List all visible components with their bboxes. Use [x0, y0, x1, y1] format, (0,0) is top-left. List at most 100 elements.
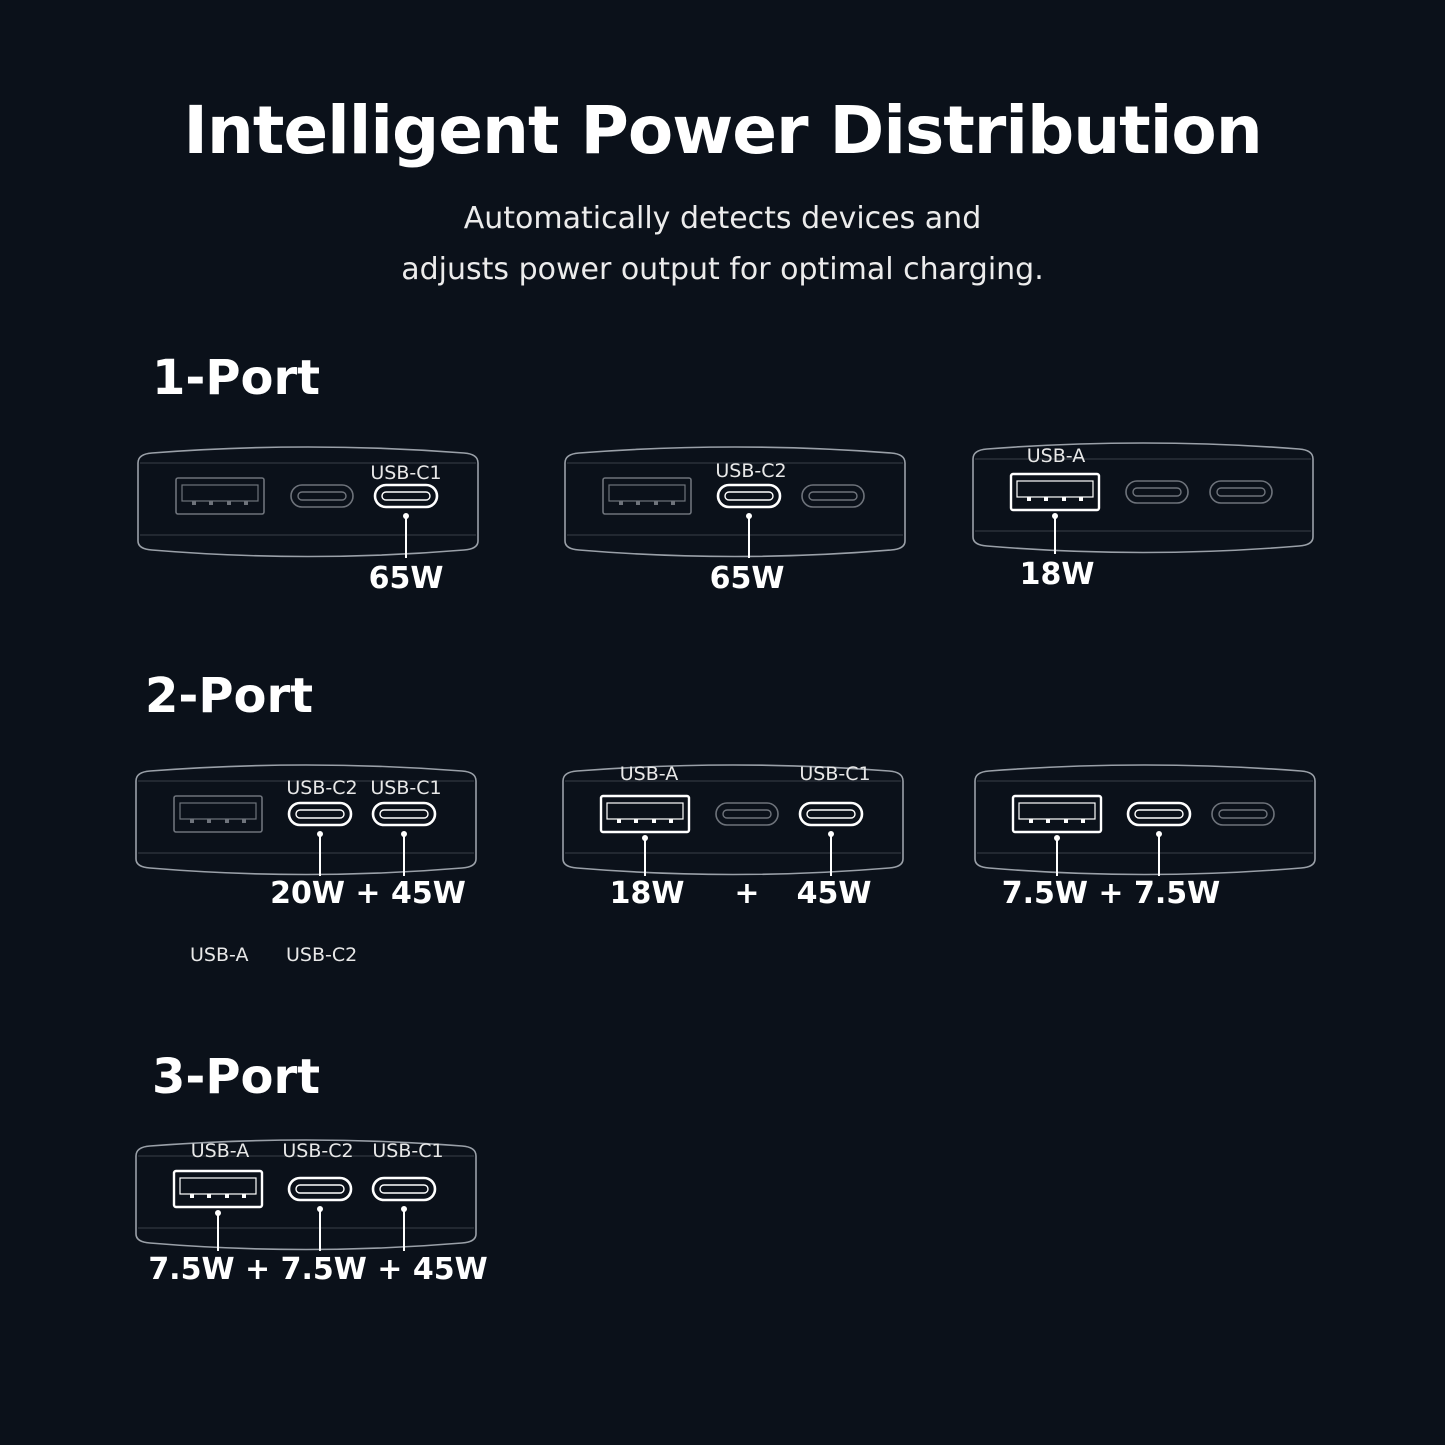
section-title-1-port: 1-Port — [152, 350, 321, 406]
usb-c-shell — [1211, 802, 1275, 826]
wattage-label: 65W — [368, 561, 444, 596]
usb-c-tongue — [379, 809, 429, 819]
subtitle-line-1: Automatically detects devices and — [463, 201, 982, 236]
usb-a-pin — [1079, 497, 1083, 501]
usb-a-shell — [172, 1169, 264, 1209]
device-body — [137, 446, 479, 558]
usb-c-shell — [1125, 480, 1189, 504]
usb-c-shell — [287, 801, 353, 827]
wattage-label-usb-c1: 45W — [796, 876, 872, 911]
device-drawing — [135, 1139, 477, 1251]
port-label-usb-a: USB-A — [190, 1140, 250, 1162]
usb-a-pin — [207, 1194, 211, 1198]
usb-c-tongue — [806, 809, 856, 819]
port-label-usb-c1: USB-C1 — [799, 763, 871, 785]
usb-a-pin — [244, 501, 248, 505]
usb-a-pin — [636, 501, 640, 505]
port-label-usb-a: USB-A — [1026, 445, 1086, 467]
usb-a-pin — [190, 819, 194, 823]
device-body — [974, 764, 1316, 876]
usb-c-tongue — [295, 1184, 345, 1194]
usb-c-port — [798, 801, 864, 827]
device-body — [564, 446, 906, 558]
usb-c-shell — [290, 484, 354, 508]
device-drawing — [137, 446, 479, 558]
usb-c-tongue — [1216, 487, 1266, 497]
usb-a-tongue — [179, 802, 257, 820]
usb-a-pin — [209, 501, 213, 505]
usb-c-port — [716, 483, 782, 509]
usb-c-port — [801, 484, 865, 508]
usb-a-pin — [1044, 497, 1048, 501]
power-bank-2-port-a-c1: USB-A USB-C1 18W + 45W — [562, 763, 904, 911]
port-label-usb-c2: USB-C2 — [286, 777, 358, 799]
device-drawing — [564, 446, 906, 558]
usb-a-pin — [242, 1194, 246, 1198]
usb-a-pin — [671, 501, 675, 505]
device-body — [135, 1139, 477, 1251]
port-label-usb-c1: USB-C1 — [372, 1140, 444, 1162]
power-bank-1-port-usb-a: USB-A 18W — [972, 441, 1314, 592]
usb-c-shell — [716, 483, 782, 509]
usb-c-shell — [1209, 480, 1273, 504]
usb-c-shell — [798, 801, 864, 827]
usb-a-port — [599, 794, 691, 834]
page-title: Intelligent Power Distribution — [183, 92, 1262, 169]
usb-a-pin — [227, 501, 231, 505]
usb-a-port — [173, 795, 263, 833]
port-label-usb-c1: USB-C1 — [370, 462, 442, 484]
usb-a-tongue — [1016, 480, 1094, 498]
usb-c-port — [287, 1176, 353, 1202]
usb-a-port — [602, 477, 692, 515]
usb-a-pin — [1062, 497, 1066, 501]
usb-c-shell — [371, 1176, 437, 1202]
usb-a-pin — [617, 819, 621, 823]
usb-c-shell — [371, 801, 437, 827]
port-label-usb-c2: USB-C2 — [282, 1140, 354, 1162]
usb-c-port — [371, 1176, 437, 1202]
section-title-3-port: 3-Port — [152, 1049, 321, 1105]
usb-a-shell — [173, 795, 263, 833]
usb-a-pin — [619, 501, 623, 505]
port-label-usb-c1: USB-C1 — [370, 777, 442, 799]
usb-c-shell — [287, 1176, 353, 1202]
usb-c-port — [373, 483, 439, 509]
usb-c-tongue — [1134, 809, 1184, 819]
usb-a-port — [1011, 794, 1103, 834]
usb-a-tongue — [1018, 802, 1096, 820]
power-bank-3-port: USB-A USB-C2 USB-C1 7.5W + 7.5W + 45W — [135, 1138, 488, 1287]
usb-c-tongue — [722, 809, 772, 819]
usb-c-tongue — [808, 491, 858, 501]
usb-c-port — [1126, 801, 1192, 827]
usb-c-port — [371, 801, 437, 827]
usb-c-port — [1211, 802, 1275, 826]
usb-a-pin — [1064, 819, 1068, 823]
subtitle-line-2: adjusts power output for optimal chargin… — [401, 252, 1044, 287]
usb-a-pin — [669, 819, 673, 823]
usb-a-pin — [207, 819, 211, 823]
stray-label-usb-c2: USB-C2 — [286, 944, 358, 966]
usb-a-pin — [192, 501, 196, 505]
usb-a-tongue — [179, 1177, 257, 1195]
usb-a-tongue — [608, 484, 686, 502]
usb-c-tongue — [724, 491, 774, 501]
device-body — [562, 764, 904, 876]
device-body — [135, 764, 477, 876]
device-drawing — [972, 442, 1314, 554]
wattage-plus: + — [734, 876, 760, 911]
power-bank-2-port-c2-c1: USB-C2 USB-C1 20W + 45W — [135, 763, 477, 911]
usb-a-tongue — [181, 484, 259, 502]
usb-c-shell — [801, 484, 865, 508]
usb-c-tongue — [381, 491, 431, 501]
port-label-usb-c2: USB-C2 — [715, 460, 787, 482]
power-bank-1-port-usb-c1: USB-C1 65W — [137, 445, 479, 596]
usb-c-port — [287, 801, 353, 827]
usb-a-pin — [190, 1194, 194, 1198]
usb-a-pin — [1046, 819, 1050, 823]
usb-a-pin — [225, 1194, 229, 1198]
power-bank-2-port-a-c2: 7.5W + 7.5W — [974, 763, 1316, 911]
usb-a-pin — [654, 501, 658, 505]
wattage-label: 7.5W + 7.5W — [1001, 876, 1221, 911]
usb-a-shell — [599, 794, 691, 834]
section-title-2-port: 2-Port — [145, 668, 314, 724]
